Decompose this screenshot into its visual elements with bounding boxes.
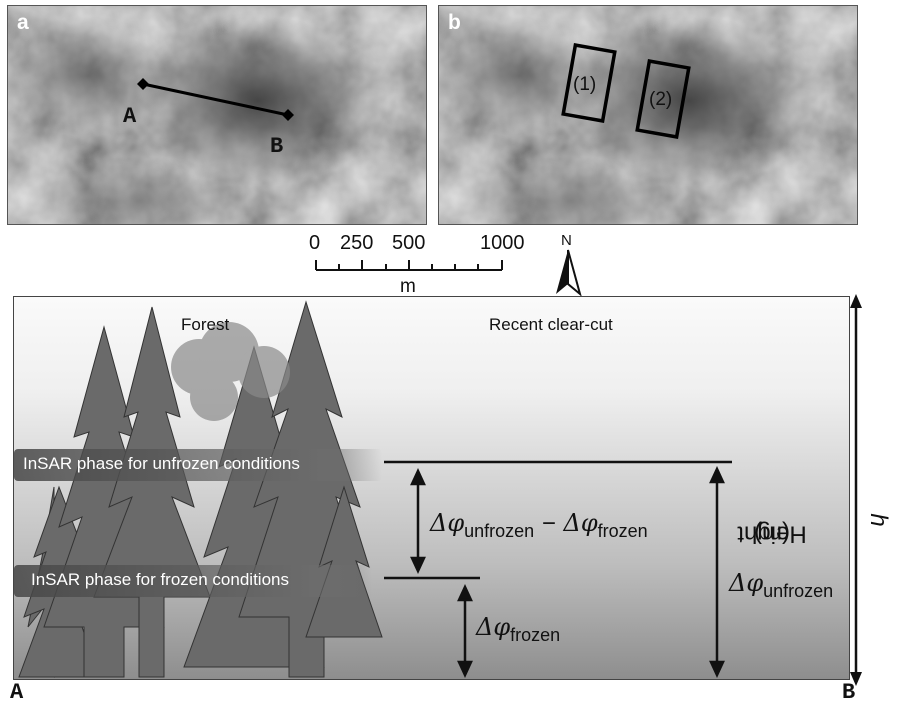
frozen-band: InSAR phase for frozen conditions [14, 565, 372, 597]
clearcut-label: Recent clear-cut [489, 315, 613, 334]
forest-trees-illustration [18, 300, 732, 678]
transect-line [142, 82, 289, 117]
unfrozen-phase-formula: Δφunfrozen [729, 569, 833, 602]
sample-box-2 [635, 59, 691, 139]
panel-b-image [439, 6, 857, 224]
diff-phase-symbol-a: Δφ [430, 509, 465, 537]
profile-endpoint-a: A [10, 680, 24, 705]
panel-b-label: b [448, 11, 461, 34]
height-label-variable: h [865, 513, 892, 527]
scale-bar: 0 250 500 1000 m [300, 232, 530, 297]
scale-tick-0: 0 [309, 232, 321, 254]
transect-marker-a [137, 78, 149, 90]
north-label: N [561, 232, 572, 249]
scale-ruler [315, 260, 503, 271]
box-2-label: (2) [649, 89, 673, 110]
diff-phase-formula: Δφunfrozen − Δφfrozen [430, 509, 648, 542]
frozen-phase-symbol: Δφ [476, 613, 511, 641]
scale-tick-1000: 1000 [480, 232, 525, 254]
height-axis-label: Height h (m) [737, 400, 898, 640]
panel-a-image [8, 6, 426, 224]
transect-marker-b [282, 109, 294, 121]
height-axis-arrow [850, 294, 862, 686]
profile-endpoint-b: B [842, 680, 856, 705]
panel-a-label: a [17, 11, 29, 34]
height-label-unit: (m) [754, 520, 790, 548]
diff-phase-sub-a: unfrozen [464, 520, 535, 541]
point-a-label: A [123, 104, 137, 129]
satellite-panel-a: a A B [7, 5, 427, 225]
unfrozen-band-label: InSAR phase for unfrozen conditions [23, 454, 300, 473]
unfrozen-band: InSAR phase for unfrozen conditions [14, 449, 382, 481]
diff-phase-sub-b: frozen [597, 520, 648, 541]
point-b-label: B [270, 134, 284, 159]
scale-tick-500: 500 [392, 232, 426, 254]
height-profile-diagram: Forest Recent clear-cut InSAR phase for … [13, 296, 850, 680]
frozen-phase-sub: frozen [510, 624, 561, 645]
unfrozen-phase-symbol: Δφ [729, 569, 764, 597]
north-arrow-icon [556, 249, 582, 297]
scale-tick-250: 250 [340, 232, 374, 254]
frozen-band-label: InSAR phase for frozen conditions [31, 570, 289, 589]
satellite-panel-b: b (1) (2) [438, 5, 858, 225]
north-arrow: N [550, 232, 590, 298]
diff-phase-minus: − [541, 510, 556, 537]
unfrozen-phase-sub: unfrozen [763, 580, 834, 601]
forest-label: Forest [181, 315, 230, 334]
frozen-phase-formula: Δφfrozen [476, 613, 560, 646]
diff-phase-symbol-b: Δφ [563, 509, 598, 537]
scale-unit: m [400, 276, 416, 297]
box-1-label: (1) [573, 74, 597, 95]
sample-box-1 [561, 43, 617, 123]
